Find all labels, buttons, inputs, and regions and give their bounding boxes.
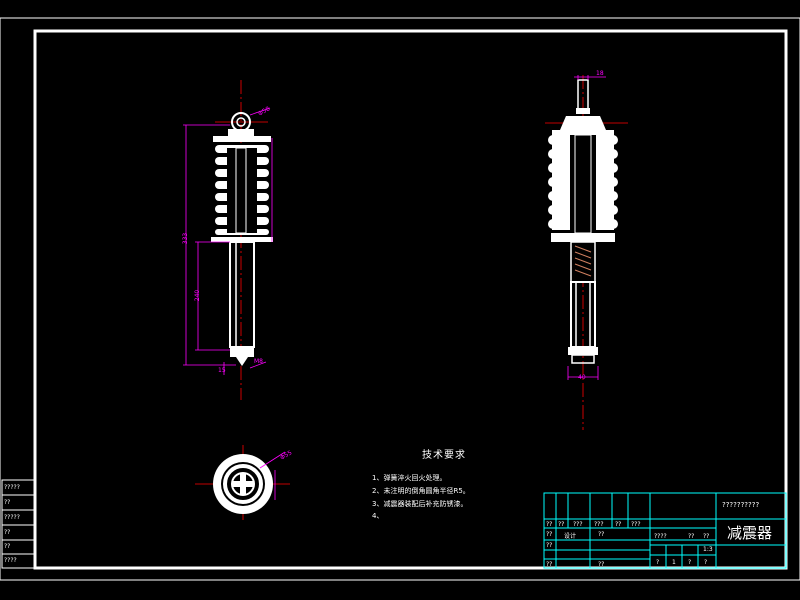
bottom-view — [195, 445, 290, 520]
title-block — [543, 492, 787, 569]
dim-side-top: 18 — [596, 70, 604, 77]
approve-label: ?? — [546, 561, 553, 568]
side-label-5: ?? — [4, 543, 11, 550]
side-label-3: ????? — [4, 514, 20, 521]
extra-2: ?? — [598, 561, 605, 568]
front-dimensions — [183, 107, 273, 375]
dim-front-small: 15 — [218, 367, 226, 374]
header-cell-4: ??? — [594, 521, 604, 528]
side-label-2: ?? — [4, 499, 11, 506]
sheet-cell-2: 1 — [672, 559, 676, 566]
part-name: 减震器 — [727, 524, 773, 542]
header-cell-5: ?? — [615, 521, 622, 528]
dim-side-bottom: 40 — [578, 374, 586, 381]
dim-front-lower: 240 — [194, 289, 202, 302]
sheet-cell-1: ? — [656, 559, 660, 566]
dim-front-bottom: M8 — [254, 358, 263, 365]
scale-cell-3: ?? — [703, 533, 710, 540]
tech-item-4: 4、 — [372, 512, 384, 520]
header-cell-2: ?? — [558, 521, 565, 528]
extra-1: ?? — [598, 531, 605, 538]
sheet-cell-4: ? — [704, 559, 708, 566]
scale-value: 1:3 — [703, 546, 713, 553]
outer-frame — [0, 17, 800, 581]
tech-item-2: 2、未注明的倒角圆角半径R5。 — [372, 487, 470, 495]
tech-item-3: 3、减震器装配后补充防锈漆。 — [372, 500, 468, 508]
tech-item-1: 1、弹簧淬火回火处理。 — [372, 474, 447, 482]
side-margin-table — [1, 479, 36, 569]
side-label-1: ????? — [4, 484, 20, 491]
dim-front-total: 333 — [182, 232, 190, 245]
scale-cell-2: ?? — [688, 533, 695, 540]
header-cell-1: ?? — [546, 521, 553, 528]
header-cell-3: ??? — [573, 521, 583, 528]
side-label-4: ?? — [4, 529, 11, 536]
front-view — [183, 80, 273, 400]
tech-requirements-title: 技术要求 — [422, 450, 466, 461]
sheet-cell-3: ? — [688, 559, 692, 566]
side-view — [545, 75, 628, 430]
side-dimensions — [567, 75, 606, 380]
designer-value: 设计 — [564, 533, 577, 540]
side-label-6: ???? — [4, 557, 17, 564]
inner-frame — [33, 29, 788, 570]
header-cell-6: ??? — [631, 521, 641, 528]
scale-cell-1: ???? — [654, 533, 667, 540]
check-label: ?? — [546, 542, 553, 549]
title-top-label: ?????????? — [722, 501, 760, 509]
designer-label: ?? — [546, 531, 553, 538]
